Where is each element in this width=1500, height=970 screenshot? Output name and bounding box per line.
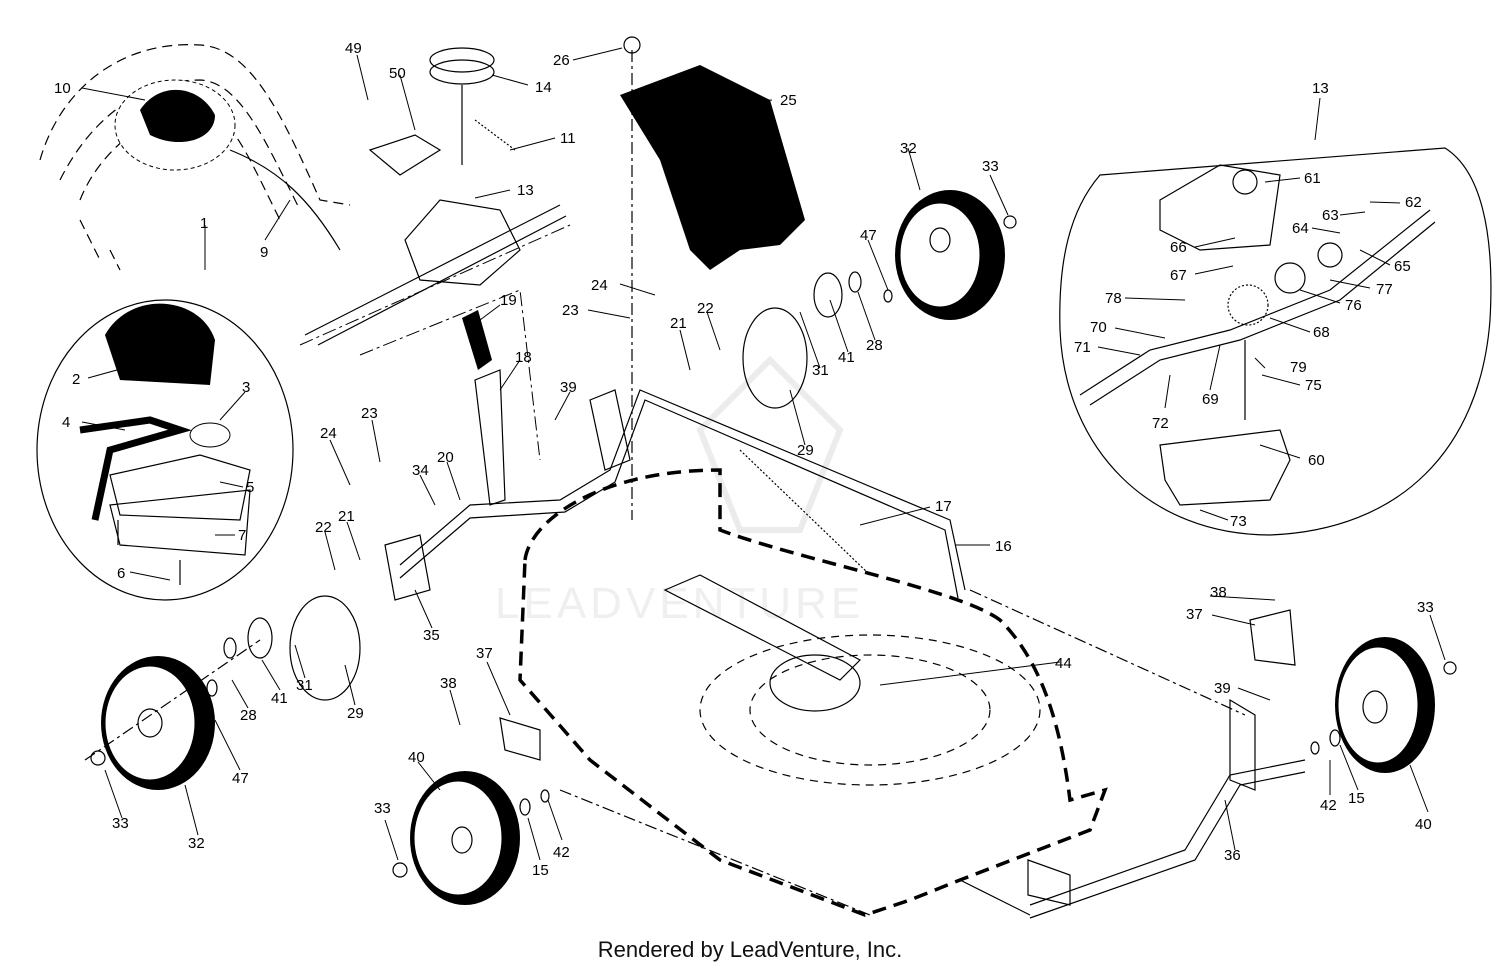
part-label-2: 2 [72, 371, 80, 388]
part-label-18: 18 [515, 349, 532, 366]
part-label-38b: 38 [1210, 584, 1227, 601]
part-label-76: 76 [1345, 297, 1362, 314]
part-label-26: 26 [553, 52, 570, 69]
part-label-69: 69 [1202, 391, 1219, 408]
render-credit: Rendered by LeadVenture, Inc. [597, 937, 903, 962]
part-label-67: 67 [1170, 267, 1187, 284]
transmission-drawing [299, 47, 571, 461]
part-label-3: 3 [242, 379, 250, 396]
part-label-39a: 39 [560, 379, 577, 396]
part-label-33c: 33 [374, 800, 391, 817]
part-label-71: 71 [1074, 339, 1091, 356]
part-label-64: 64 [1292, 220, 1309, 237]
part-label-22a: 22 [697, 300, 714, 317]
handle-bar-drawing [39, 44, 351, 271]
part-label-68: 68 [1313, 324, 1330, 341]
part-label-42b: 42 [1320, 797, 1337, 814]
part-label-75: 75 [1305, 377, 1322, 394]
part-label-29b: 29 [347, 705, 364, 722]
part-label-66: 66 [1170, 239, 1187, 256]
part-label-23a: 23 [562, 302, 579, 319]
part-label-60: 60 [1308, 452, 1325, 469]
part-label-40b: 40 [1415, 816, 1432, 833]
part-label-35: 35 [423, 627, 440, 644]
part-label-10: 10 [54, 80, 71, 97]
part-label-33b: 33 [112, 815, 129, 832]
exploded-parts-diagram: LEADVENTURE [36, 36, 1492, 919]
leader-lines [81, 47, 1446, 861]
part-label-9: 9 [260, 244, 268, 261]
part-label-47b: 47 [232, 770, 249, 787]
part-label-14: 14 [535, 79, 552, 96]
part-label-37b: 37 [1186, 606, 1203, 623]
part-label-79: 79 [1290, 359, 1307, 376]
detail-circle-1 [36, 299, 294, 601]
part-label-17: 17 [935, 498, 952, 515]
part-label-39b: 39 [1214, 680, 1231, 697]
part-label-36: 36 [1224, 847, 1241, 864]
part-label-31b: 31 [296, 677, 313, 694]
wheel-group [84, 190, 1457, 905]
part-label-47a: 47 [860, 227, 877, 244]
part-label-32a: 32 [900, 140, 917, 157]
part-label-65: 65 [1394, 258, 1411, 275]
part-label-50: 50 [389, 65, 406, 82]
part-label-33a: 33 [982, 158, 999, 175]
part-label-49: 49 [345, 40, 362, 57]
part-label-72: 72 [1152, 415, 1169, 432]
part-label-73: 73 [1230, 513, 1247, 530]
rear-axle-drawing [969, 589, 1306, 919]
part-label-13a: 13 [517, 182, 534, 199]
part-label-41a: 41 [838, 349, 855, 366]
part-label-33d: 33 [1417, 599, 1434, 616]
part-label-24a: 24 [591, 277, 608, 294]
part-label-22b: 22 [315, 519, 332, 536]
part-label-41b: 41 [271, 690, 288, 707]
part-label-11: 11 [560, 130, 576, 147]
part-label-15a: 15 [532, 862, 549, 879]
part-label-23b: 23 [361, 405, 378, 422]
part-label-77: 77 [1376, 281, 1393, 298]
part-label-21a: 21 [670, 315, 687, 332]
part-label-28b: 28 [240, 707, 257, 724]
part-label-15b: 15 [1348, 790, 1365, 807]
part-label-63: 63 [1322, 207, 1339, 224]
part-label-70: 70 [1090, 319, 1107, 336]
part-label-44: 44 [1055, 655, 1072, 672]
part-label-32b: 32 [188, 835, 205, 852]
part-label-20: 20 [437, 449, 454, 466]
part-label-37a: 37 [476, 645, 493, 662]
part-label-40a: 40 [408, 749, 425, 766]
mower-deck-drawing [518, 468, 1108, 917]
part-label-1: 1 [200, 215, 208, 232]
part-label-24b: 24 [320, 425, 337, 442]
detail-circle-13 [1059, 147, 1492, 536]
watermark-text: LEADVENTURE [495, 579, 864, 628]
part-labels: 10 9 1 2 3 4 5 7 6 49 50 14 11 13 26 25 … [54, 40, 1434, 879]
part-label-21b: 21 [338, 508, 355, 525]
part-label-42a: 42 [553, 844, 570, 861]
part-label-7: 7 [238, 527, 246, 544]
part-label-25: 25 [780, 92, 797, 109]
height-adjust-drawing [384, 310, 966, 601]
part-label-4: 4 [62, 414, 70, 431]
part-label-5: 5 [246, 479, 254, 496]
part-label-13b: 13 [1312, 80, 1329, 97]
part-label-78: 78 [1105, 290, 1122, 307]
part-label-29a: 29 [797, 442, 814, 459]
part-label-38a: 38 [440, 675, 457, 692]
part-label-31a: 31 [812, 362, 829, 379]
discharge-chute-drawing [620, 36, 805, 520]
part-label-6: 6 [117, 565, 125, 582]
part-label-28a: 28 [866, 337, 883, 354]
part-label-34: 34 [412, 462, 429, 479]
part-label-16: 16 [995, 538, 1012, 555]
part-label-62: 62 [1405, 194, 1422, 211]
part-label-19: 19 [500, 292, 517, 309]
watermark: LEADVENTURE [495, 355, 864, 628]
part-label-61: 61 [1304, 170, 1321, 187]
